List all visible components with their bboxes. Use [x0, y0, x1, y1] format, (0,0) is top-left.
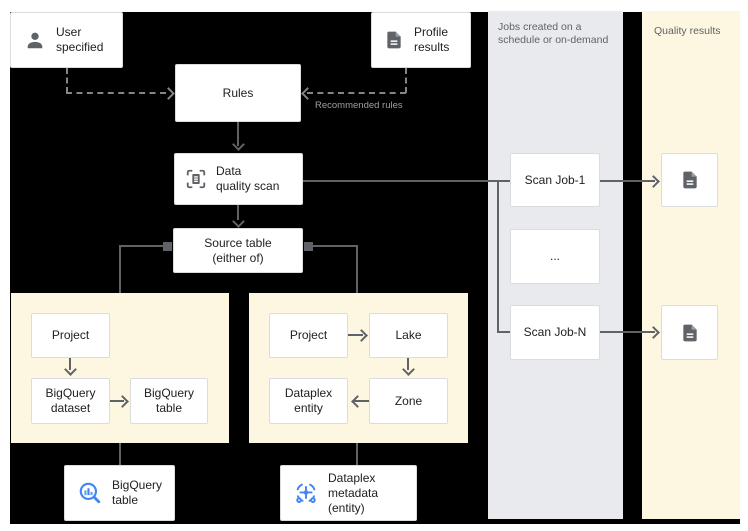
- dp-project-box: Project: [269, 313, 348, 358]
- dashed-user-vertical: [66, 68, 68, 93]
- rules-box: Rules: [175, 64, 301, 122]
- line-branch-to-jobn: [497, 331, 510, 333]
- arrow-rules-to-scan: [237, 122, 239, 146]
- source-table-box: Source table (either of): [173, 228, 303, 273]
- zone-box: Zone: [369, 378, 448, 424]
- dashed-profile-vertical: [405, 68, 407, 93]
- arrow-jobn-to-result: [600, 331, 655, 333]
- data-quality-scan-box: Data quality scan: [174, 153, 303, 205]
- connector-port-left: [163, 242, 172, 251]
- arrow-project-to-dataset: [69, 358, 71, 370]
- scan-frame-icon: [185, 168, 207, 190]
- profile-results-box: Profile results: [371, 12, 471, 68]
- document-icon: [384, 30, 404, 50]
- arrow-project-to-lake: [348, 334, 363, 336]
- line-jobs-branch-vertical: [497, 180, 499, 333]
- bigquery-icon: [77, 480, 103, 506]
- dataplex-metadata-box: Dataplex metadata (entity): [280, 465, 417, 521]
- bigquery-dataset-box: BigQuery dataset: [31, 378, 110, 424]
- scan-job-n-box: Scan Job-N: [510, 305, 600, 360]
- jobs-column-header: Jobs created on a schedule or on-demand: [498, 21, 609, 46]
- arrow-job1-to-result: [600, 180, 655, 182]
- line-scan-to-job1: [303, 180, 510, 182]
- bigquery-table-box: BigQuery table: [64, 465, 175, 521]
- dataplex-icon: [293, 480, 319, 506]
- document-icon: [680, 323, 700, 343]
- arrow-zone-to-entity: [354, 400, 369, 402]
- dashed-user-to-rules: [66, 92, 166, 94]
- quality-result-2-box: [661, 305, 718, 360]
- document-icon: [680, 170, 700, 190]
- scan-job-ellipsis-box: ...: [510, 229, 600, 284]
- bigquery-table-panel-box: BigQuery table: [130, 378, 208, 424]
- dashed-profile-to-rules: [307, 92, 406, 94]
- arrow-scan-to-source: [237, 205, 239, 220]
- bq-project-box: Project: [31, 313, 110, 358]
- results-column: [642, 11, 740, 519]
- recommended-rules-label: Recommended rules: [315, 100, 403, 111]
- quality-result-1-box: [661, 153, 718, 207]
- dataplex-entity-box: Dataplex entity: [269, 378, 348, 424]
- lake-box: Lake: [369, 313, 448, 358]
- line-source-left: [119, 245, 164, 247]
- arrow-dataset-to-table: [110, 400, 124, 402]
- user-specified-box: User specified: [10, 12, 123, 68]
- connector-port-right: [304, 242, 313, 251]
- scan-job-1-box: Scan Job-1: [510, 153, 600, 207]
- results-column-header: Quality results: [654, 25, 721, 37]
- person-icon: [24, 29, 46, 51]
- arrow-lake-to-zone: [407, 358, 409, 370]
- line-source-right: [313, 245, 358, 247]
